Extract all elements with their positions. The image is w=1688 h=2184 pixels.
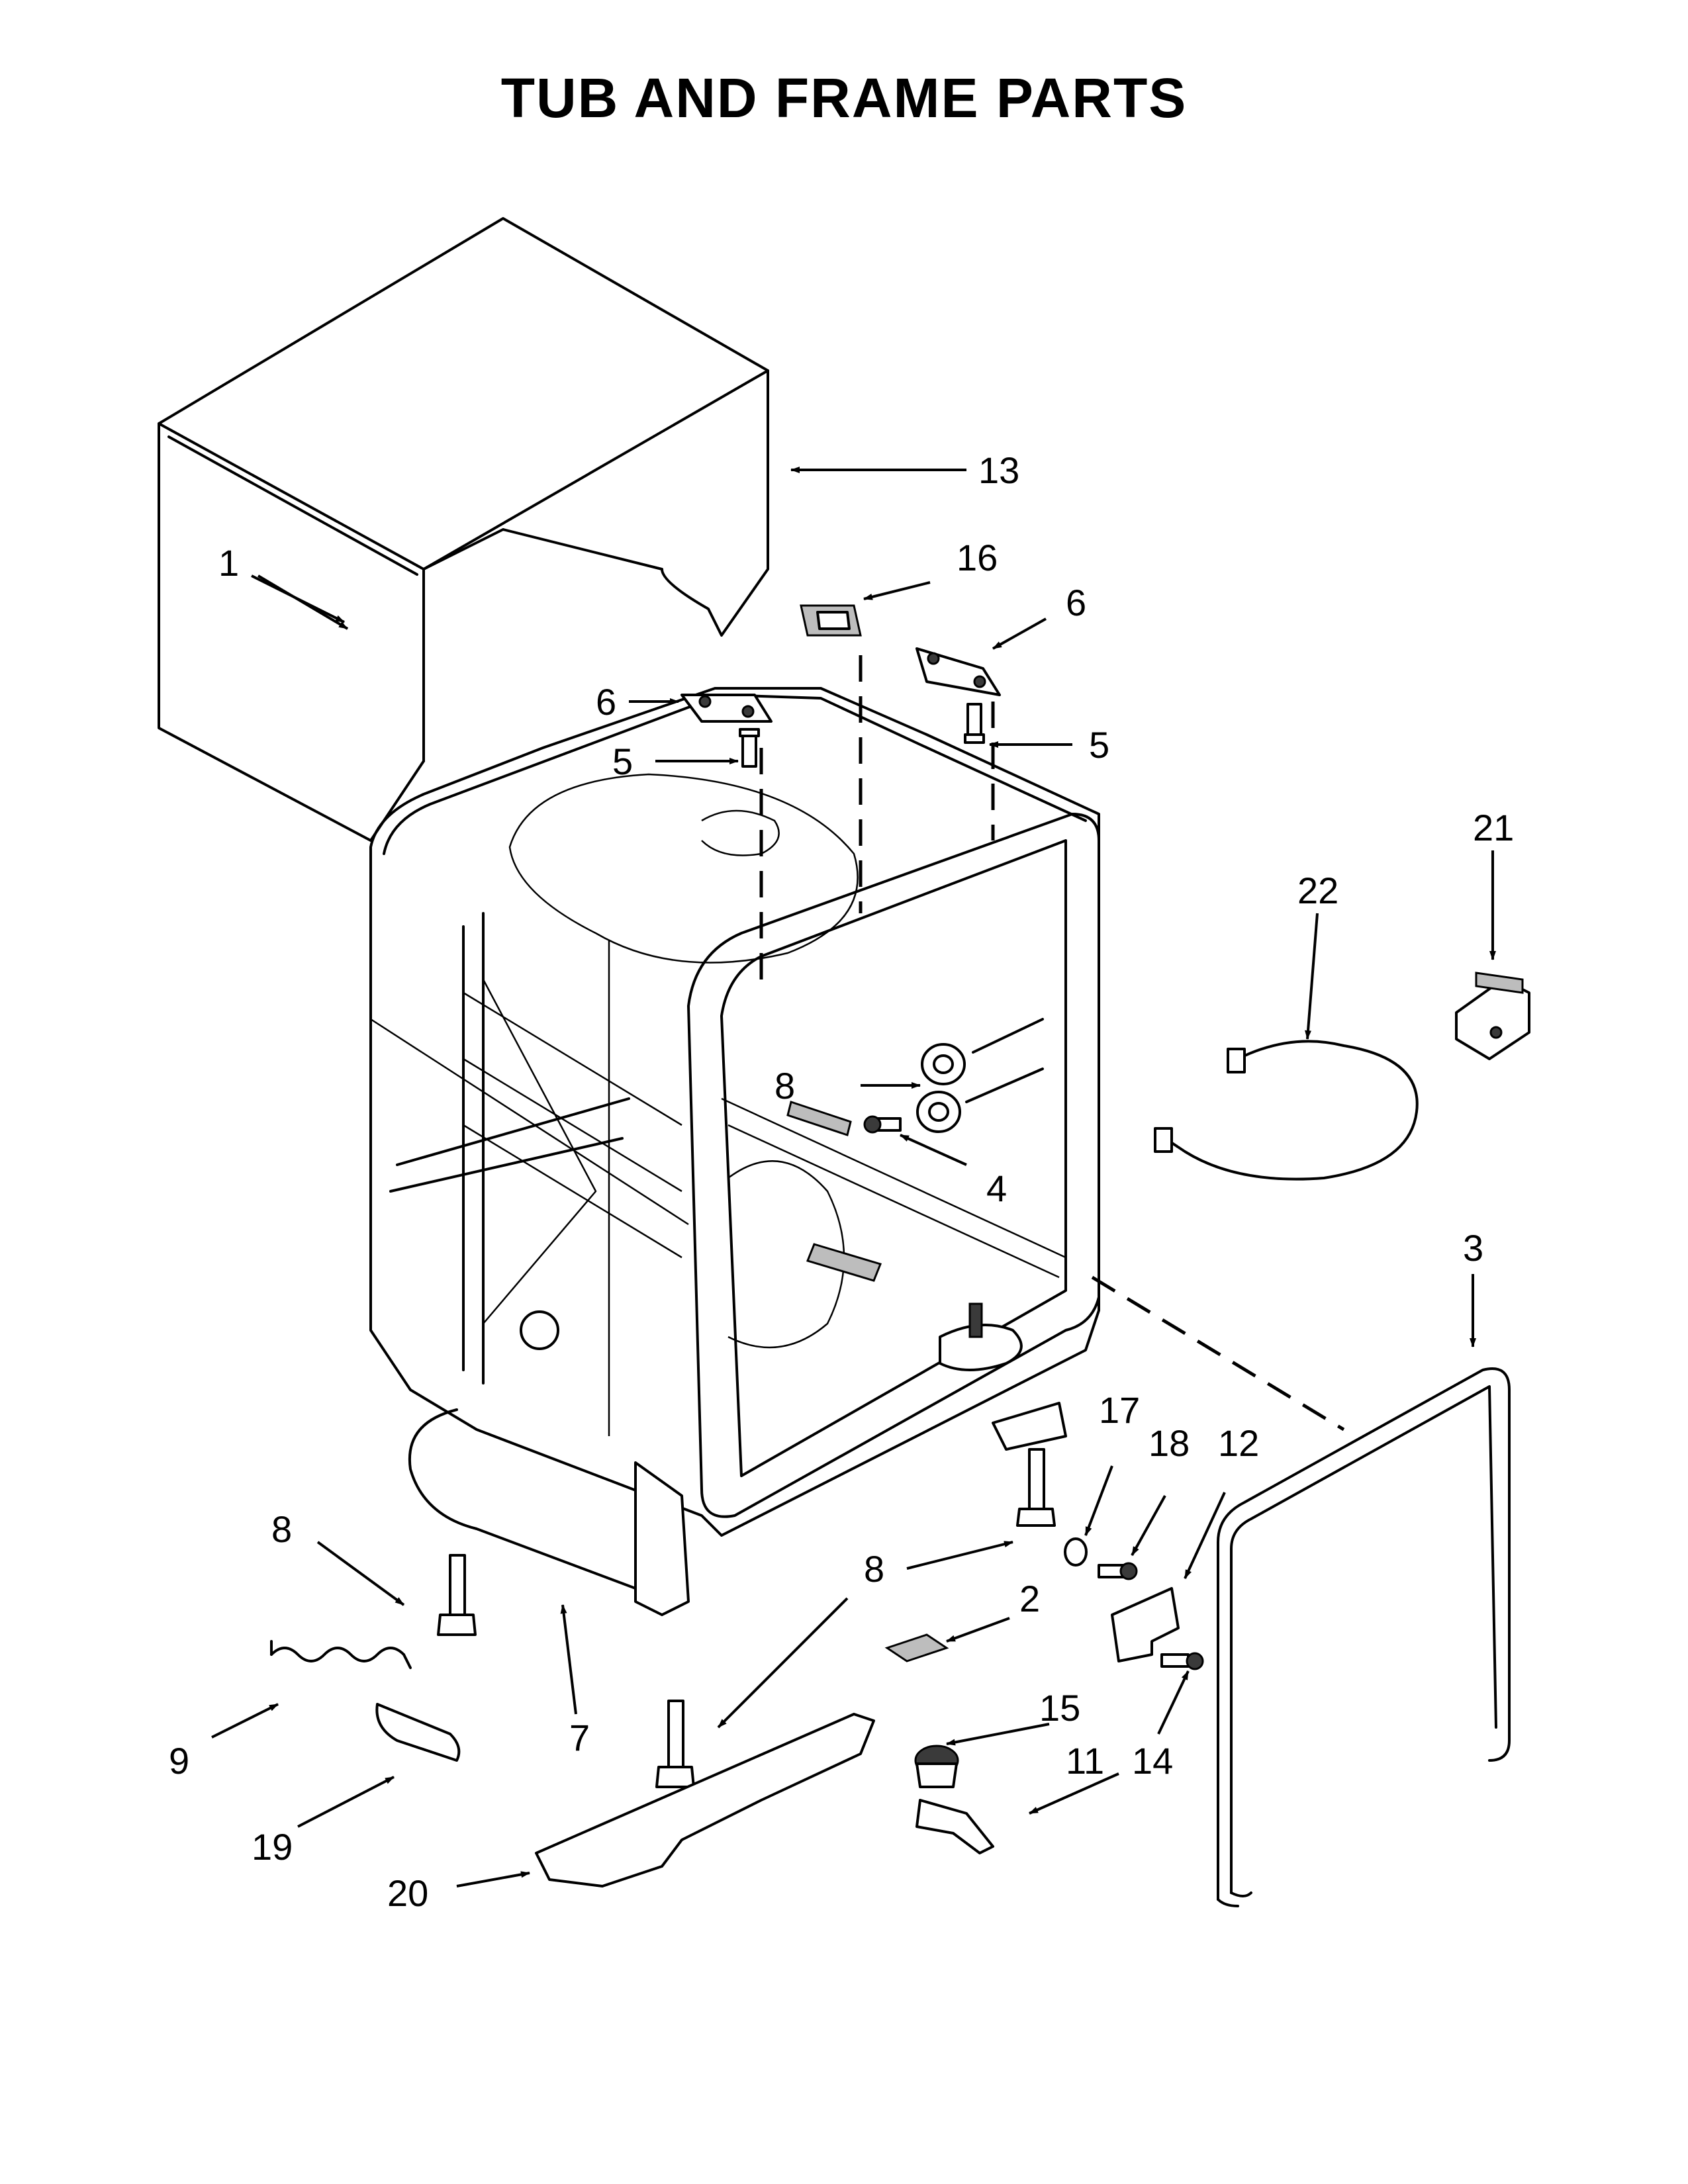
callout-7: 7 [569,1717,590,1758]
callout-1: 1 [218,542,239,584]
sensor-screw [1160,1652,1204,1670]
base-plate [535,1713,875,1888]
callout-15: 15 [1039,1687,1080,1729]
callout-12: 12 [1218,1422,1259,1464]
callout-2: 2 [1019,1578,1040,1619]
callout-20: 20 [387,1872,428,1914]
callout-16: 16 [957,537,998,578]
callout-11: 11 [1066,1740,1104,1782]
sensor-bracket [1111,1587,1180,1662]
callout-4: 4 [986,1167,1007,1209]
mount-bracket-left [680,694,773,723]
insulation-blanket [158,217,769,842]
callout-6-right: 6 [1066,582,1086,623]
callout-19: 19 [252,1826,293,1868]
door-gasket [1217,1367,1511,1907]
callout-9: 9 [169,1740,189,1782]
callout-10: 8 [774,1065,795,1107]
leveling-leg-center [655,1700,695,1788]
bracket-screw [1098,1562,1138,1580]
leveling-leg-left [437,1554,477,1636]
callout-5-left: 5 [612,741,633,782]
callout-5-right: 5 [1089,724,1109,766]
callout-8-left: 8 [271,1508,292,1550]
alignment-lines [759,655,1345,1432]
callout-14: 14 [1132,1740,1173,1782]
callout-18: 18 [1149,1422,1190,1464]
door-spring [270,1640,412,1669]
drain-hose [408,1408,637,1590]
screw-right [964,703,985,744]
callout-labels: 13 16 6 6 5 5 21 22 1 8 4 3 17 18 12 8 8… [169,449,1514,1914]
page-title: TUB AND FRAME PARTS [500,67,1188,129]
foot-pad [375,1703,461,1762]
callout-8-right: 8 [864,1548,884,1590]
wire-harness [1154,1040,1419,1181]
spacer-plate [884,1633,949,1662]
callout-3: 3 [1463,1227,1483,1269]
latch-screw [863,1115,902,1134]
float-switch [914,1745,959,1788]
float-bracket [915,1799,994,1854]
callout-22: 22 [1297,870,1338,911]
callout-21: 21 [1473,807,1514,848]
leveling-leg-right [1016,1448,1056,1527]
screw-left [739,728,760,768]
side-bracket [1455,972,1530,1060]
callout-13: 13 [978,449,1019,491]
tub-assembly [369,687,1100,1616]
callout-6-left: 6 [596,681,616,723]
washer [1064,1537,1088,1567]
mount-bracket-right [915,647,1001,696]
latch-assembly [916,1018,1044,1133]
leader-arrows [211,467,1496,1888]
callout-17: 17 [1099,1389,1140,1431]
top-clip [800,604,862,637]
